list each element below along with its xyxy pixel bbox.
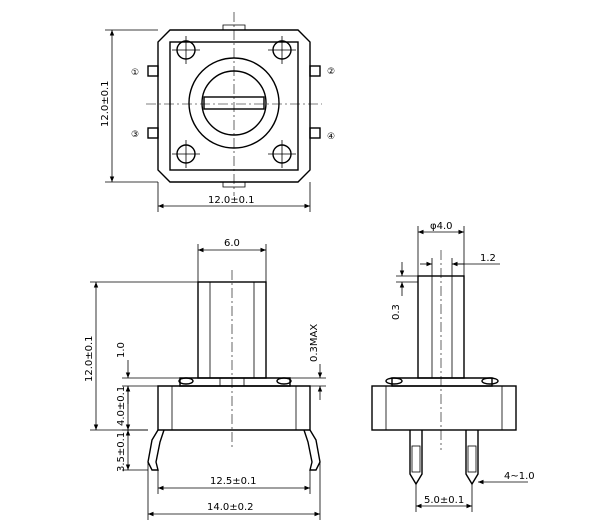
side-cap-step [391,377,493,387]
pin-1-label: ① [131,68,139,78]
side-view: φ4.0 1.2 0.3 5.0±0.1 4~1.0 [371,221,535,512]
front-lead-height-label: 3.5±0.1 [116,432,127,472]
front-pitch-dimension: 12.5±0.1 [157,470,311,494]
side-bump-left [385,377,403,385]
front-lead-left [147,429,165,471]
side-diameter-dimension: φ4.0 [417,221,465,276]
front-total-height-dimension: 12.0±0.1 [84,281,198,431]
corner-holes [172,36,296,168]
side-lead-angle-note: 4~1.0 [478,471,535,485]
front-total-width-dimension: 14.0±0.2 [147,462,321,520]
front-body-height-dimension: 4.0±0.1 [116,386,148,431]
top-width-dimension: 12.0±0.1 [157,182,311,212]
side-bump-right [481,377,499,385]
front-lead-right [303,429,321,471]
side-body [371,385,517,431]
actuator-inner-circle [201,70,267,136]
side-pitch-dimension: 5.0±0.1 [415,484,473,512]
front-total-height-label: 12.0±0.1 [84,335,95,382]
top-width-label: 12.0±0.1 [208,195,255,206]
pin-tabs [147,65,321,139]
top-body-outline [157,29,311,183]
front-cap-step [179,377,291,387]
side-body-inner-lines [385,386,503,430]
front-pin-bump-right [276,377,292,385]
front-tolerance-label: 0.3MAX [309,324,320,362]
side-diameter-label: φ4.0 [430,221,453,232]
pin-2-label: ② [327,67,335,77]
actuator-slot [203,96,265,110]
front-pitch-label: 12.5±0.1 [210,476,257,487]
top-height-label: 12.0±0.1 [100,80,111,127]
side-pitch-label: 5.0±0.1 [424,495,464,506]
front-pin-bump-left [178,377,194,385]
front-body-height-label: 4.0±0.1 [116,386,127,426]
front-tolerance-dimension: 0.3MAX [290,324,326,400]
front-body-inner-lines [171,386,297,430]
pin-3-label: ③ [131,130,139,140]
front-actuator-width-label: 6.0 [224,238,240,249]
side-slot-width-label: 1.2 [480,253,496,264]
top-height-dimension: 12.0±0.1 [100,29,158,183]
pin-labels: ① ② ③ ④ [131,67,335,142]
front-total-width-label: 14.0±0.2 [207,502,254,513]
side-lead-angle-label: 4~1.0 [504,471,535,482]
front-body [157,385,311,431]
front-view: 6.0 12.0±0.1 1.0 4.0±0.1 3.5±0.1 [84,238,326,520]
front-actuator-edges [209,282,255,378]
side-actuator-edges [431,276,453,378]
side-slot-width-dimension: 1.2 [420,253,500,276]
front-lead-height-dimension: 3.5±0.1 [116,430,148,472]
side-lead-left-slot [411,445,421,473]
side-lead-right-slot [467,445,477,473]
front-step-label: 1.0 [116,342,127,358]
side-slot-depth-label: 0.3 [391,304,402,320]
front-actuator-width-dimension: 6.0 [197,238,267,282]
actuator-outer-circle [188,57,280,149]
pin-4-label: ④ [327,132,335,142]
side-slot-depth-dimension: 0.3 [391,262,418,320]
top-view: ① ② ③ ④ 12.0±0.1 12.0±0.1 [100,12,335,212]
